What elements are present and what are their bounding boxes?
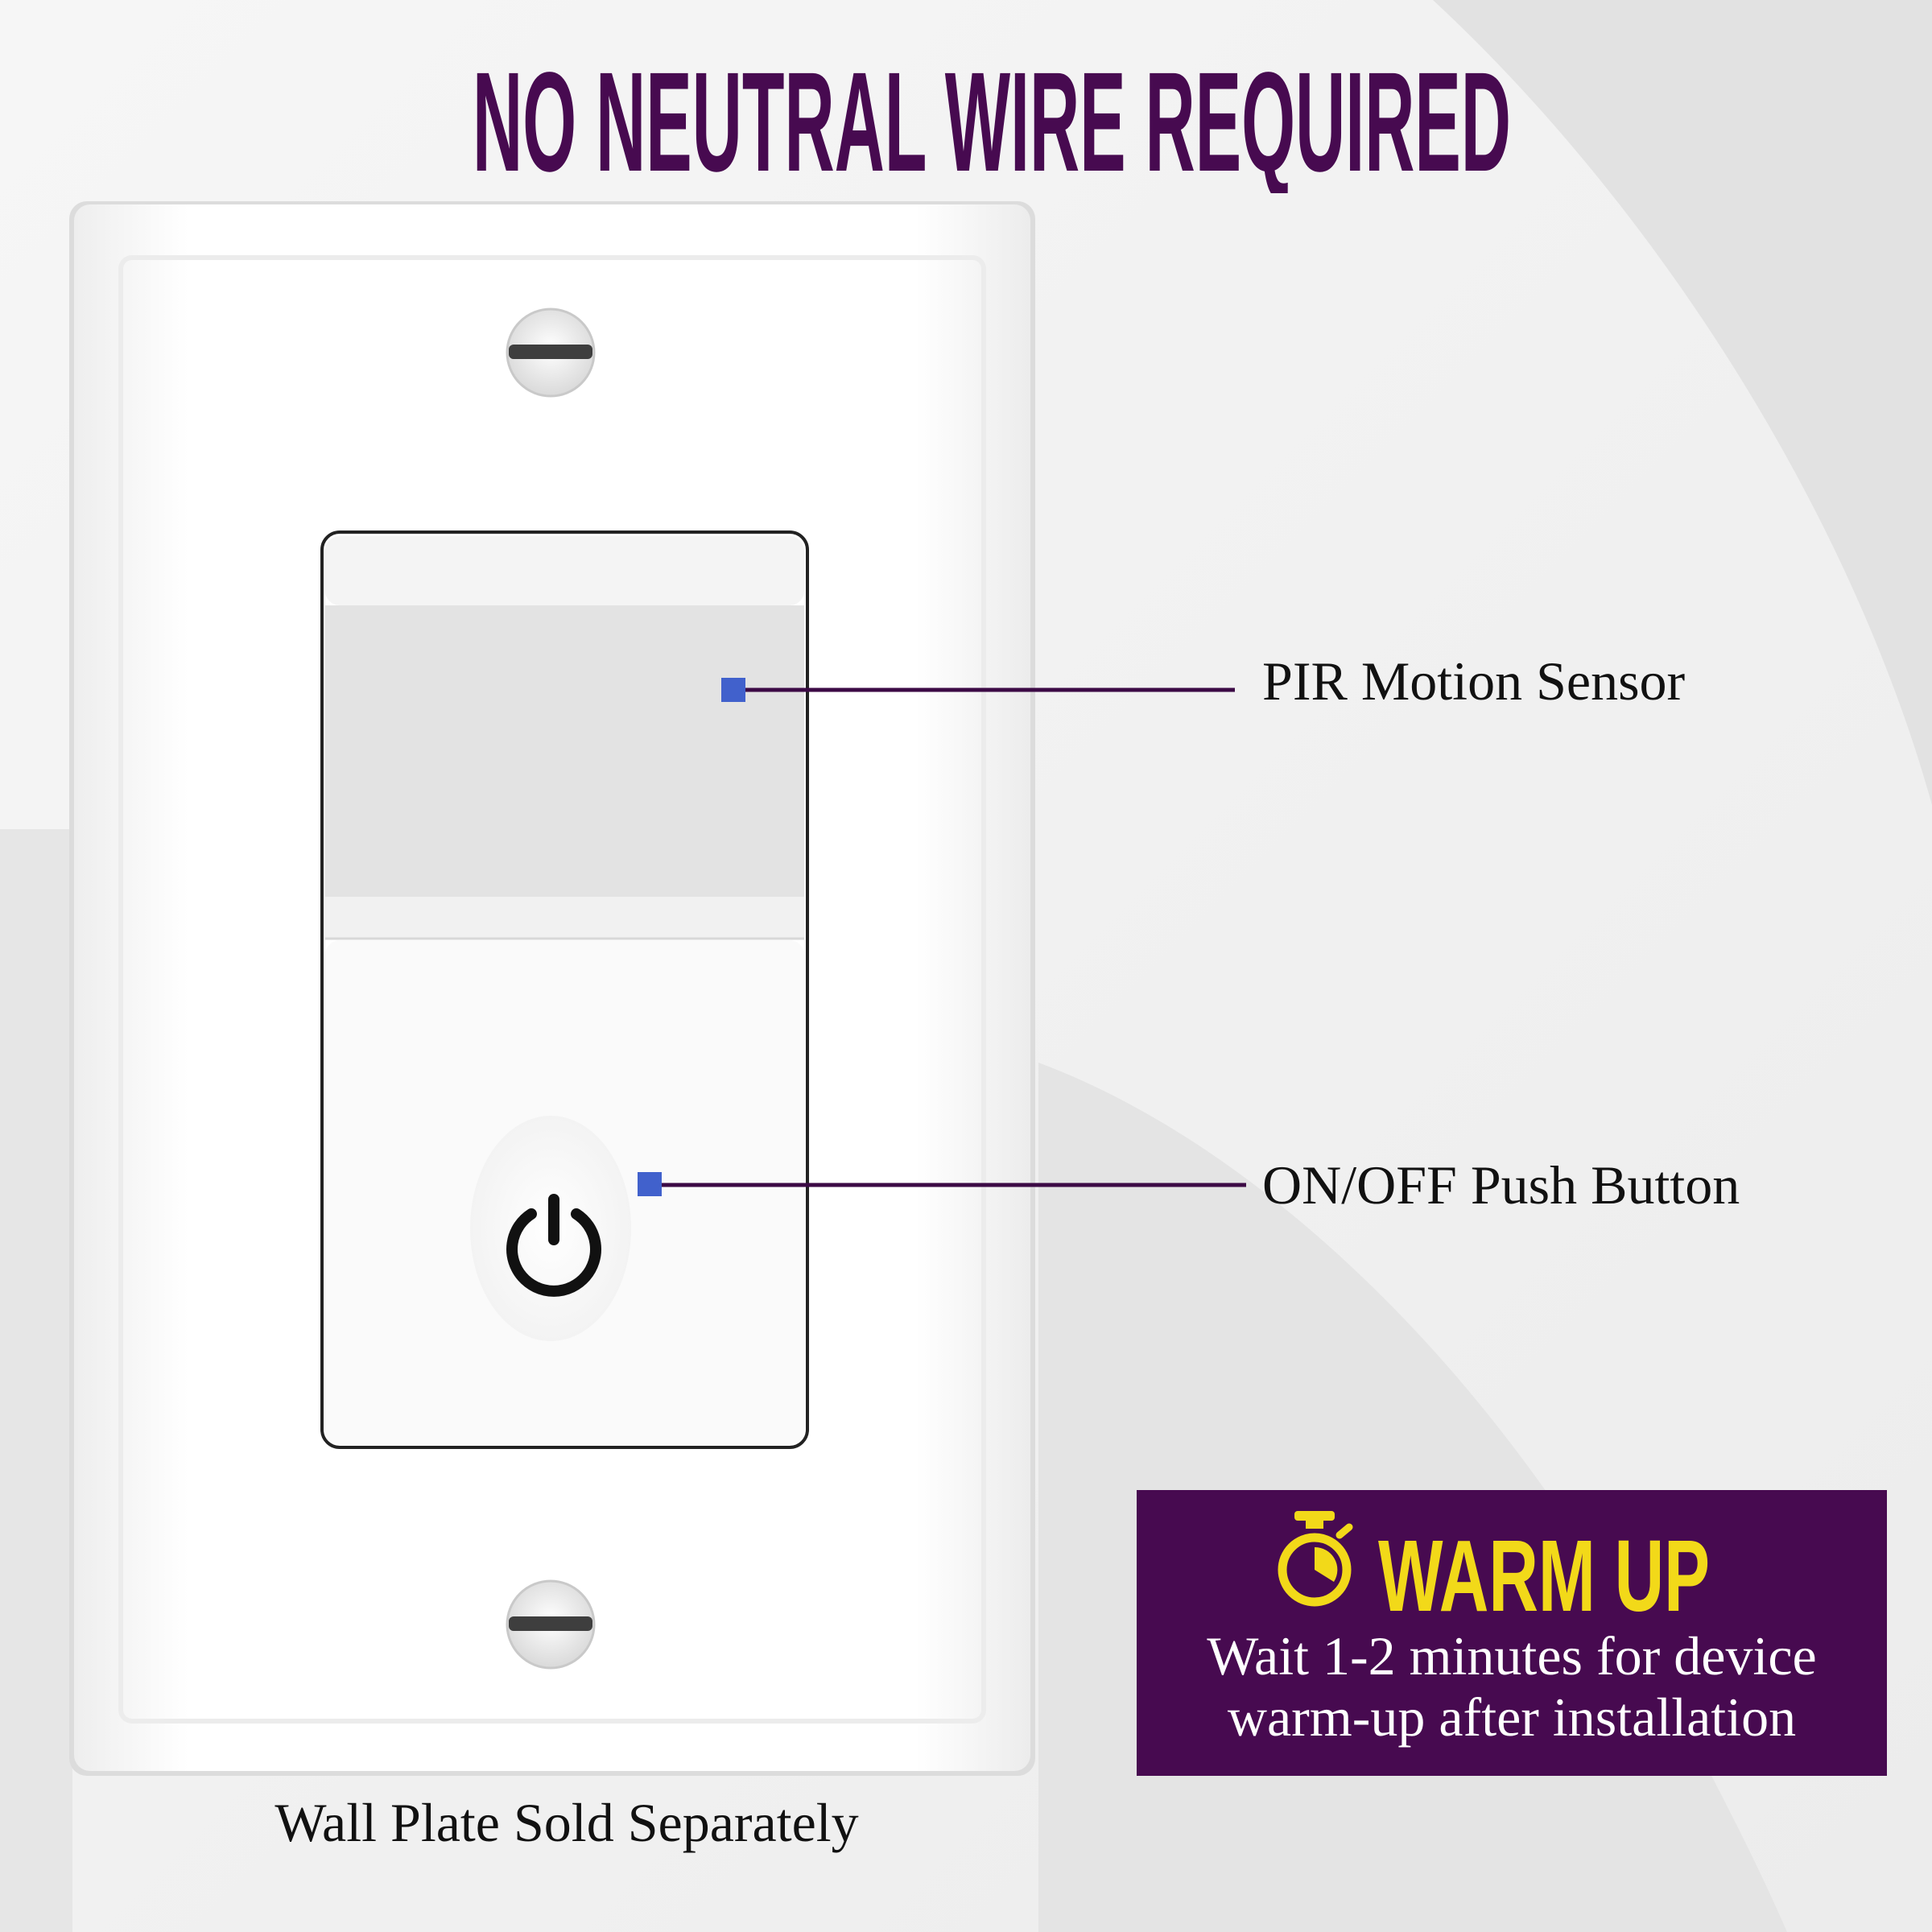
callout-marker-button — [638, 1172, 662, 1196]
warm-up-heading: WARM UP — [1378, 1519, 1710, 1624]
sensor-lower-strip — [325, 897, 804, 939]
bg-arc-upper — [1433, 0, 1932, 805]
screw-icon — [506, 1579, 596, 1670]
push-button-label: ON/OFF Push Button — [1262, 1154, 1740, 1216]
callout-marker-pir — [721, 678, 745, 702]
wall-plate-bevel — [118, 255, 986, 1724]
sensor-top-strip — [325, 536, 804, 605]
headline-text: NO NEUTRAL WIRE REQUIRED — [473, 43, 1511, 193]
headline: NO NEUTRAL WIRE REQUIRED — [473, 43, 1511, 193]
pir-sensor-label: PIR Motion Sensor — [1262, 650, 1686, 712]
bg-left-strip — [0, 829, 72, 1932]
screw-icon — [506, 308, 596, 398]
callout-line-pir — [721, 678, 1235, 702]
callout-line-button — [638, 1172, 1246, 1196]
warm-up-title: WARM UP — [1278, 1511, 1710, 1624]
warm-up-line-2: warm-up after installation — [1227, 1686, 1797, 1748]
wall-plate-caption: Wall Plate Sold Separately — [275, 1792, 859, 1853]
stopwatch-icon — [1278, 1511, 1353, 1607]
warm-up-panel: WARM UP Wait 1-2 minutes for device warm… — [1137, 1490, 1887, 1776]
pir-sensor-lens — [325, 605, 804, 897]
power-icon — [506, 1194, 601, 1297]
warm-up-line-1: Wait 1-2 minutes for device — [1207, 1625, 1817, 1686]
warm-up-instructions: Wait 1-2 minutes for device warm-up afte… — [1137, 1625, 1887, 1748]
